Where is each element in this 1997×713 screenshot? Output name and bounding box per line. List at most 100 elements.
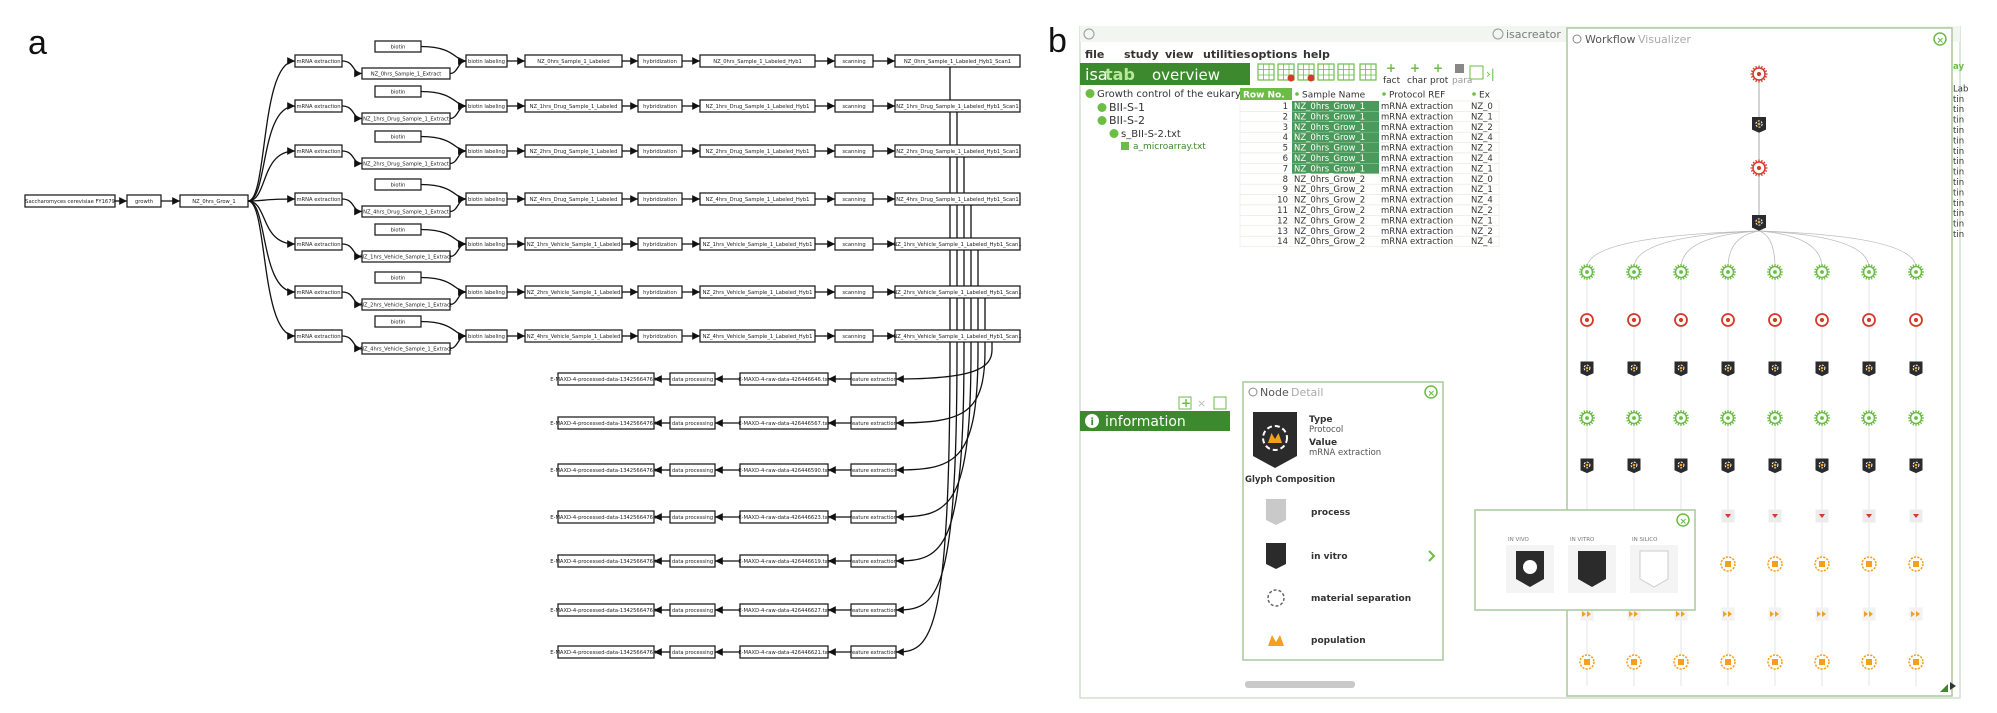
protocol-ref-cell[interactable]: mRNA extraction (1381, 144, 1453, 154)
hybridization-protocol-glyph[interactable] (1627, 458, 1641, 474)
param-icon[interactable] (1455, 64, 1464, 73)
expand-icon[interactable] (1109, 129, 1119, 138)
data-file-glyph[interactable] (1767, 556, 1783, 572)
hybridization-protocol-glyph[interactable] (1909, 458, 1923, 474)
derived-data-glyph[interactable] (1814, 654, 1830, 670)
sample-name-cell[interactable]: NZ_0hrs_Grow_2 (1294, 227, 1365, 237)
sample-name-cell[interactable]: NZ_0hrs_Grow_1 (1294, 154, 1365, 164)
extract-node-glyph[interactable] (1814, 264, 1830, 280)
labeled-extract-glyph[interactable] (1627, 313, 1641, 327)
sample-name-cell[interactable]: NZ_0hrs_Grow_1 (1294, 133, 1365, 143)
glyph-row-process[interactable]: process (1266, 499, 1350, 525)
extract-node-glyph[interactable] (1579, 264, 1595, 280)
column-header[interactable]: Ex (1479, 91, 1491, 101)
labeling-protocol-glyph[interactable] (1815, 361, 1829, 377)
tree-item[interactable]: a_microarray.txt (1133, 142, 1206, 152)
data-file-glyph[interactable] (1814, 556, 1830, 572)
expand-icon[interactable] (1097, 103, 1107, 112)
column-header[interactable]: Sample Name (1302, 91, 1366, 101)
sample-name-cell[interactable]: NZ_0hrs_Grow_2 (1294, 216, 1365, 226)
sample-name-cell[interactable]: NZ_0hrs_Grow_1 (1294, 164, 1365, 174)
expand-icon[interactable] (1097, 116, 1107, 125)
sample-name-cell[interactable]: NZ_0hrs_Grow_2 (1294, 185, 1365, 195)
hybridization-protocol-glyph[interactable] (1768, 458, 1782, 474)
extract-cell[interactable]: NZ_0 (1471, 175, 1493, 185)
sample-node-glyph[interactable] (1750, 159, 1768, 177)
add-icon[interactable]: + (1433, 61, 1443, 75)
protocol-ref-cell[interactable]: mRNA extraction (1381, 227, 1453, 237)
sample-name-cell[interactable]: NZ_0hrs_Grow_1 (1294, 112, 1365, 122)
labeled-extract-glyph[interactable] (1721, 313, 1735, 327)
remove-row-button[interactable]: × (1197, 397, 1206, 410)
table-row[interactable] (1239, 173, 1500, 185)
derived-data-glyph[interactable] (1626, 654, 1642, 670)
extract-cell[interactable]: NZ_1 (1471, 216, 1493, 226)
labeled-node-glyph[interactable] (1861, 410, 1877, 426)
protocol-ref-cell[interactable]: mRNA extraction (1381, 185, 1453, 195)
chevron-right-icon[interactable]: ›| (1486, 67, 1495, 81)
column-header[interactable]: Protocol REF (1389, 91, 1445, 101)
data-processing-glyph[interactable] (1815, 607, 1829, 621)
extract-cell[interactable]: NZ_0 (1471, 102, 1493, 112)
extract-node-glyph[interactable] (1673, 264, 1689, 280)
view-tool-button[interactable] (1213, 396, 1227, 410)
glyph-row-in-vitro[interactable]: in vitro (1266, 543, 1436, 569)
chevron-right-icon[interactable] (1428, 550, 1436, 562)
labeled-node-glyph[interactable] (1908, 410, 1924, 426)
protocol-ref-cell[interactable]: mRNA extraction (1381, 112, 1453, 122)
tree-item[interactable]: BII-S-2 (1109, 114, 1145, 127)
sample-name-cell[interactable]: NZ_0hrs_Grow_1 (1294, 102, 1365, 112)
extract-cell[interactable]: NZ_4 (1471, 133, 1493, 143)
extract-cell[interactable]: NZ_1 (1471, 185, 1493, 195)
sample-name-cell[interactable]: NZ_0hrs_Grow_2 (1294, 175, 1365, 185)
scan-process-glyph[interactable] (1815, 509, 1829, 523)
add-icon[interactable]: + (1386, 61, 1396, 75)
scan-process-glyph[interactable] (1862, 509, 1876, 523)
derived-data-glyph[interactable] (1673, 654, 1689, 670)
scan-process-glyph[interactable] (1768, 509, 1782, 523)
labeled-extract-glyph[interactable] (1815, 313, 1829, 327)
protocol-ref-cell[interactable]: mRNA extraction (1381, 154, 1453, 164)
grid-tool-icon[interactable] (1469, 65, 1484, 80)
labeled-node-glyph[interactable] (1720, 410, 1736, 426)
labeled-extract-glyph[interactable] (1674, 313, 1688, 327)
labeled-extract-glyph[interactable] (1862, 313, 1876, 327)
sample-name-cell[interactable]: NZ_0hrs_Grow_2 (1294, 237, 1365, 247)
labeled-extract-glyph[interactable] (1768, 313, 1782, 327)
grid-tool-icon[interactable] (1337, 63, 1355, 81)
growth-protocol-glyph[interactable] (1752, 117, 1766, 133)
scan-process-glyph[interactable] (1721, 509, 1735, 523)
labeled-node-glyph[interactable] (1673, 410, 1689, 426)
hybridization-protocol-glyph[interactable] (1815, 458, 1829, 474)
extract-node-glyph[interactable] (1720, 264, 1736, 280)
labeling-protocol-glyph[interactable] (1909, 361, 1923, 377)
protocol-ref-cell[interactable]: mRNA extraction (1381, 123, 1453, 133)
derived-data-glyph[interactable] (1908, 654, 1924, 670)
protocol-ref-cell[interactable]: mRNA extraction (1381, 206, 1453, 216)
add-icon[interactable]: + (1410, 61, 1420, 75)
data-processing-glyph[interactable] (1862, 607, 1876, 621)
labeling-protocol-glyph[interactable] (1768, 361, 1782, 377)
labeled-node-glyph[interactable] (1579, 410, 1595, 426)
menu-options[interactable]: options (1251, 48, 1298, 61)
data-file-glyph[interactable] (1720, 556, 1736, 572)
protocol-ref-cell[interactable]: mRNA extraction (1381, 133, 1453, 143)
protocol-ref-cell[interactable]: mRNA extraction (1381, 102, 1453, 112)
close-variant-popup-button[interactable] (1676, 513, 1690, 527)
toolbar-char[interactable]: char (1407, 76, 1427, 86)
extract-node-glyph[interactable] (1767, 264, 1783, 280)
data-processing-glyph[interactable] (1909, 607, 1923, 621)
extract-cell[interactable]: NZ_2 (1471, 206, 1493, 216)
expand-icon[interactable] (1085, 89, 1095, 98)
grid-tool-icon[interactable] (1317, 63, 1335, 81)
derived-data-glyph[interactable] (1720, 654, 1736, 670)
derived-data-glyph[interactable] (1579, 654, 1595, 670)
horizontal-scrollbar[interactable] (1245, 681, 1355, 688)
labeled-extract-glyph[interactable] (1580, 313, 1594, 327)
resize-grip-icon[interactable] (1940, 684, 1948, 692)
hybridization-protocol-glyph[interactable] (1721, 458, 1735, 474)
labeled-extract-glyph[interactable] (1909, 313, 1923, 327)
grid-tool-icon[interactable] (1257, 63, 1275, 81)
source-node-glyph[interactable] (1750, 65, 1768, 83)
scan-process-glyph[interactable] (1909, 509, 1923, 523)
